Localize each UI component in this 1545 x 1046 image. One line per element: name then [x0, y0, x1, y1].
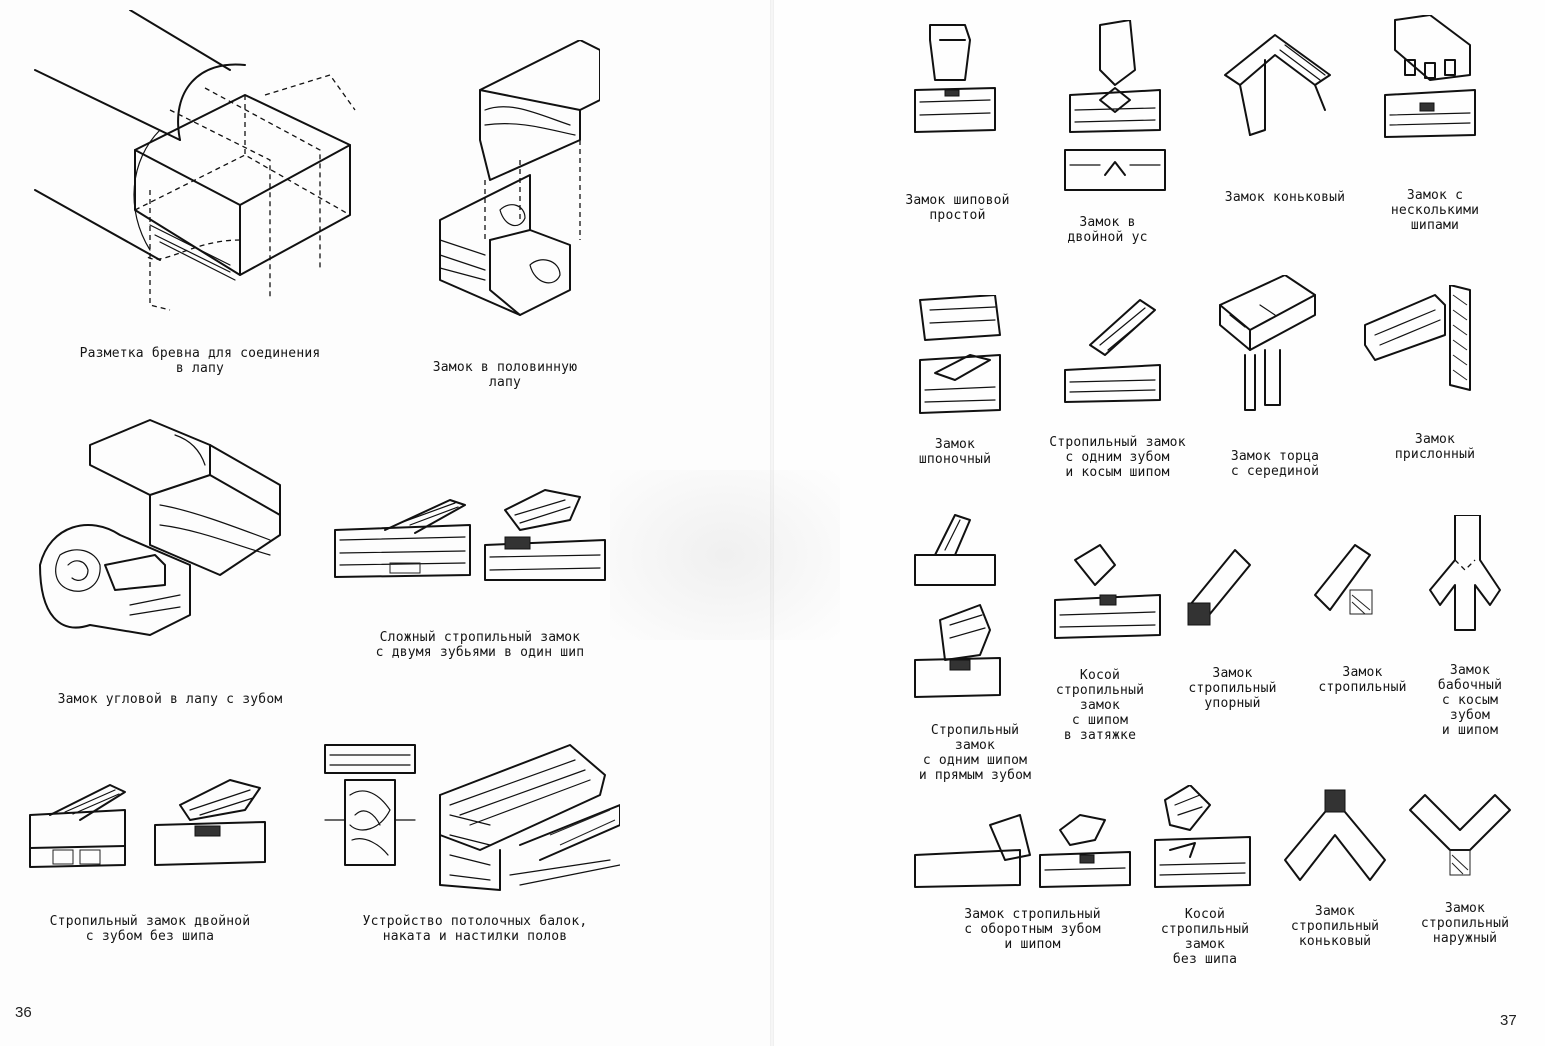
caption-double-rafter-lock: Стропильный замок двойной с зубом без ши… [49, 914, 251, 944]
rafter-lock-oblique-tenon-illustration [1060, 290, 1170, 410]
caption-end-to-middle-lock: Замок торца с серединой [1230, 449, 1320, 479]
caption-butterfly-lock: Замок бабочный с косым зубом и шипом [1437, 663, 1503, 738]
book-gutter [770, 0, 774, 1046]
log-marking-illustration [30, 10, 370, 320]
double-miter-lock-illustration [1060, 20, 1170, 210]
caption-rafter-lock-reverse-tooth: Замок стропильный с оборотным зубом и ши… [964, 907, 1101, 952]
caption-rafter-lock-straight-tooth: Стропильный замок с одним шипом и прямым… [918, 723, 1032, 783]
page-number-left: 36 [15, 1004, 32, 1021]
oblique-rafter-lock-no-tenon-illustration [1150, 785, 1260, 895]
caption-corner-lap-lock: Замок угловой в лапу с зубом [57, 692, 283, 707]
lean-to-lock-illustration [1360, 285, 1485, 395]
corner-lap-lock-illustration [30, 415, 290, 685]
page-number-right: 37 [1500, 1012, 1517, 1029]
stop-rafter-lock-illustration [1180, 545, 1260, 635]
right-page [772, 0, 1545, 1046]
caption-rafter-lock: Замок стропильный [1318, 665, 1407, 695]
caption-double-miter-lock: Замок в двойной ус [1067, 215, 1148, 245]
caption-rafter-lock-oblique-tenon: Стропильный замок с одним зубом и косым … [1049, 435, 1186, 480]
caption-outer-rafter-lock: Замок стропильный наружный [1420, 901, 1510, 946]
half-lap-lock-illustration [400, 40, 600, 330]
multi-tenon-lock-illustration [1380, 15, 1480, 145]
ridge-rafter-lock-illustration [1280, 785, 1390, 890]
caption-multi-tenon-lock: Замок с несколькими шипами [1390, 188, 1480, 233]
caption-log-marking: Разметка бревна для соединения в лапу [79, 346, 321, 376]
caption-oblique-rafter-lock-tie: Косой стропильный замок с шипом в затяжк… [1055, 668, 1145, 743]
key-lock-illustration [910, 295, 1010, 420]
caption-complex-rafter-lock: Сложный стропильный замок с двумя зубьям… [375, 630, 585, 660]
outer-rafter-lock-illustration [1405, 790, 1515, 885]
rafter-lock-reverse-tooth-illustration [910, 810, 1135, 890]
caption-ridge-lock: Замок коньковый [1224, 190, 1346, 205]
caption-oblique-rafter-lock-no-tenon: Косой стропильный замок без шипа [1160, 907, 1250, 967]
ridge-lock-illustration [1220, 30, 1340, 140]
oblique-rafter-lock-tie-illustration [1050, 540, 1165, 645]
caption-simple-tenon-lock: Замок шиповой простой [905, 193, 1010, 223]
double-rafter-lock-illustration [25, 770, 275, 870]
complex-rafter-lock-illustration [330, 485, 615, 585]
caption-half-lap-lock: Замок в половинную лапу [432, 360, 578, 390]
ceiling-beams-illustration [320, 735, 620, 895]
scan-smudge [610, 470, 840, 640]
end-to-middle-lock-illustration [1215, 275, 1325, 415]
caption-ridge-rafter-lock: Замок стропильный коньковый [1290, 904, 1380, 949]
simple-tenon-lock-illustration [910, 20, 1000, 140]
caption-stop-rafter-lock: Замок стропильный упорный [1188, 666, 1277, 711]
butterfly-lock-illustration [1420, 515, 1510, 635]
left-page [0, 0, 772, 1046]
caption-lean-to-lock: Замок прислонный [1394, 432, 1476, 462]
rafter-lock-straight-tooth-illustration [910, 510, 1005, 700]
rafter-lock-illustration [1310, 540, 1395, 625]
caption-key-lock: Замок шпоночный [918, 437, 992, 467]
caption-ceiling-beams: Устройство потолочных балок, наката и на… [362, 914, 588, 944]
